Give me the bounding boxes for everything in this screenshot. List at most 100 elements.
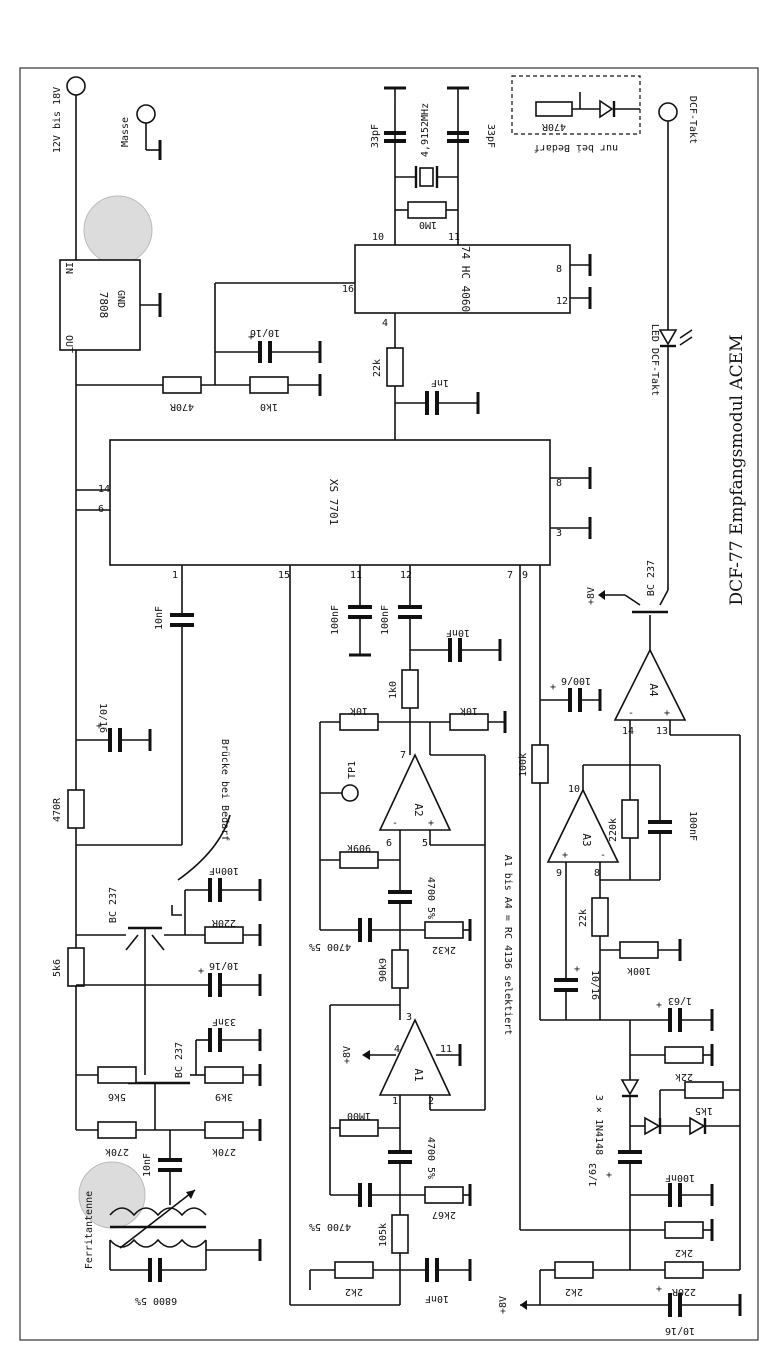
- cap-33nf-label: 33nF: [212, 1016, 236, 1027]
- cap-10nf-antenna-label: 10nF: [142, 1153, 153, 1177]
- opamp-a1-supply-label: +8V: [342, 1046, 353, 1064]
- cap-10nf-pin1-label: 10nF: [154, 606, 165, 630]
- resistor-1k5-label: 1k5: [695, 1105, 713, 1116]
- cap-100nf-pin11-label: 100nF: [330, 605, 341, 635]
- receiver-pin-15: 15: [278, 570, 290, 581]
- opamp-a1-pin-2: 2: [428, 1096, 434, 1107]
- cap-33pf-a-label: 33pF: [370, 124, 381, 148]
- resistor-909k-label: 909k: [347, 842, 371, 853]
- resistor-1m00-label: 1M00: [347, 1110, 371, 1121]
- opamp-a1-name: A1: [412, 1068, 425, 1081]
- cap-100nf-q1-label: 100nF: [209, 865, 239, 876]
- led-label: LED DCF-Takt: [649, 324, 660, 396]
- resistor-270k-b-label: 270k: [212, 1146, 236, 1157]
- bottom-supply-label: +8V: [498, 1296, 509, 1314]
- cap-plus-mid: +: [198, 966, 204, 977]
- cap-plus-a4: +: [550, 682, 556, 693]
- resistor-220r-q1-label: 220R: [211, 917, 236, 928]
- receiver-pin-8: 8: [556, 478, 562, 489]
- opamp-a4-pin-13: 13: [656, 726, 668, 737]
- opamp-a2-name: A2: [412, 803, 425, 816]
- cap-100-6-label: 100/6: [561, 675, 591, 686]
- resistor-22k-d-label: 22k: [675, 1071, 693, 1082]
- counter-pin-12: 12: [556, 296, 568, 307]
- opamp-a1-pin-3: 3: [406, 1012, 412, 1023]
- opamp-a4-plus: +: [664, 708, 670, 719]
- cap-plus-a3: +: [574, 964, 580, 975]
- resistor-22k-a3-label: 22k: [578, 909, 589, 927]
- ferrite-antenna: Ferritantenne 6800 5%: [84, 1189, 262, 1306]
- resistor-2k67-label: 2k67: [432, 1209, 456, 1220]
- resistor-2k2-b-label: 2k2: [675, 1247, 693, 1258]
- resistor-10k-b-label: 10k: [460, 705, 478, 716]
- regulator-in-label: IN: [63, 262, 74, 274]
- punch-hole-top: [83, 195, 153, 265]
- terminal-ground-label: Masse: [120, 117, 131, 147]
- opamp-a4-name: A4: [647, 683, 660, 697]
- comparator-section: + 100/6 100k A3 10 9 8 + - 220k 100nF 22…: [498, 560, 742, 1336]
- opamp-a3-pin-8: 8: [594, 868, 600, 879]
- receiver-pin-3: 3: [556, 528, 562, 539]
- opamp-a1-pin-1: 1: [392, 1096, 398, 1107]
- cap-4700-d-label: 4700 5%: [309, 1221, 351, 1232]
- cap-33pf-b-label: 33pF: [485, 124, 496, 148]
- resistor-5k6-q2-label: 5k6: [108, 1091, 126, 1102]
- crystal-label: 4,9152MHz: [420, 103, 431, 157]
- cap-10-16-a3-label: 10/16: [589, 970, 600, 1000]
- receiver-ic-name: XS 7701: [327, 479, 340, 525]
- opamp-a1-pin-11: 11: [440, 1044, 452, 1055]
- terminal-supply: 12V bis 18V: [52, 76, 86, 210]
- counter-pin-11: 11: [448, 232, 460, 243]
- cap-10nf-pin12-label: 10nF: [446, 627, 470, 638]
- board-outline: [19, 67, 759, 1341]
- terminal-output-label: DCF-Takt: [687, 96, 698, 144]
- counter-pin-10: 10: [372, 232, 384, 243]
- cap-4700-b-label: 4700 5%: [309, 941, 351, 952]
- cap-plus-bottom: +: [656, 1284, 662, 1295]
- opamp-selection-note: A1 bis A4 = RC 4136 selektiert: [502, 855, 513, 1036]
- cap-plus-1-63-a: +: [656, 1000, 662, 1011]
- resistor-1k0-a2-label: 1k0: [388, 681, 399, 699]
- resistor-2k2-c-label: 2k2: [565, 1286, 583, 1297]
- regulator-name: 7808: [97, 292, 110, 319]
- resistor-1k0-top-label: 1k0: [260, 401, 278, 412]
- opamp-a2-pin-7: 7: [400, 750, 406, 761]
- cap-10-16-left-label: 10/16: [97, 703, 108, 733]
- opamp-a3-pin-9: 9: [556, 868, 562, 879]
- schematic-title: DCF-77 Empfangsmodul ACEM: [727, 335, 747, 606]
- left-supply-filter: + 10/16 470R: [52, 703, 182, 846]
- opamp-a3-plus: +: [562, 850, 568, 861]
- diodes-label: 3 × 1N4148: [593, 1095, 604, 1155]
- receiver-pin-11: 11: [350, 570, 362, 581]
- opamp-a3-name: A3: [580, 833, 593, 846]
- counter-pin-4: 4: [382, 318, 388, 329]
- resistor-100k-a-label: 100k: [518, 753, 529, 777]
- resistor-22k-top-label: 22k: [372, 359, 383, 377]
- resistor-3k9-label: 3k9: [215, 1091, 233, 1102]
- resistor-470r-top-label: 470R: [169, 401, 194, 412]
- cap-100nf-bottom-label: 100nF: [665, 1172, 695, 1183]
- counter-supply-network: + 10/16 470R 1k0: [76, 282, 355, 412]
- resistor-10k-a-label: 10k: [350, 705, 368, 716]
- optional-led-box: 470R nur bei Bedarf: [511, 75, 641, 153]
- pin1-coupling: 10nF: [154, 565, 194, 845]
- cap-10-16-mid-label: 10/16: [209, 960, 239, 971]
- receiver-ic: XS 7701 14 6 1 15 11 12 7 9 8 3: [76, 439, 592, 581]
- regulator-out-label: OUT: [63, 335, 74, 353]
- transistor-stage-2: BC 237 5k6 3k9 33nF 270k 270k 10nF: [76, 1016, 262, 1205]
- opamp-a4-minus: -: [628, 708, 634, 719]
- opamp-a3-pin-10: 10: [568, 784, 580, 795]
- resistor-90k9-label: 90k9: [378, 958, 389, 982]
- q3-supply-label: +8V: [586, 587, 597, 605]
- crystal-oscillator: 33pF 33pF 4,9152MHz 1M0: [370, 86, 496, 245]
- resistor-220r-bottom-label: 220R: [671, 1286, 696, 1297]
- resistor-1m0-label: 1M0: [419, 219, 437, 230]
- regulator-gnd-label: GND: [115, 290, 126, 308]
- transistor-q1-label: BC 237: [108, 887, 119, 923]
- resistor-470r-optional-label: 470R: [541, 121, 566, 132]
- test-point-label: TP1: [347, 761, 358, 779]
- opamp-a2-pin-6: 6: [386, 838, 392, 849]
- bridge-note: Brücke bei Bedarf: [219, 739, 230, 841]
- cap-1-63-a-label: 1/63: [668, 995, 692, 1006]
